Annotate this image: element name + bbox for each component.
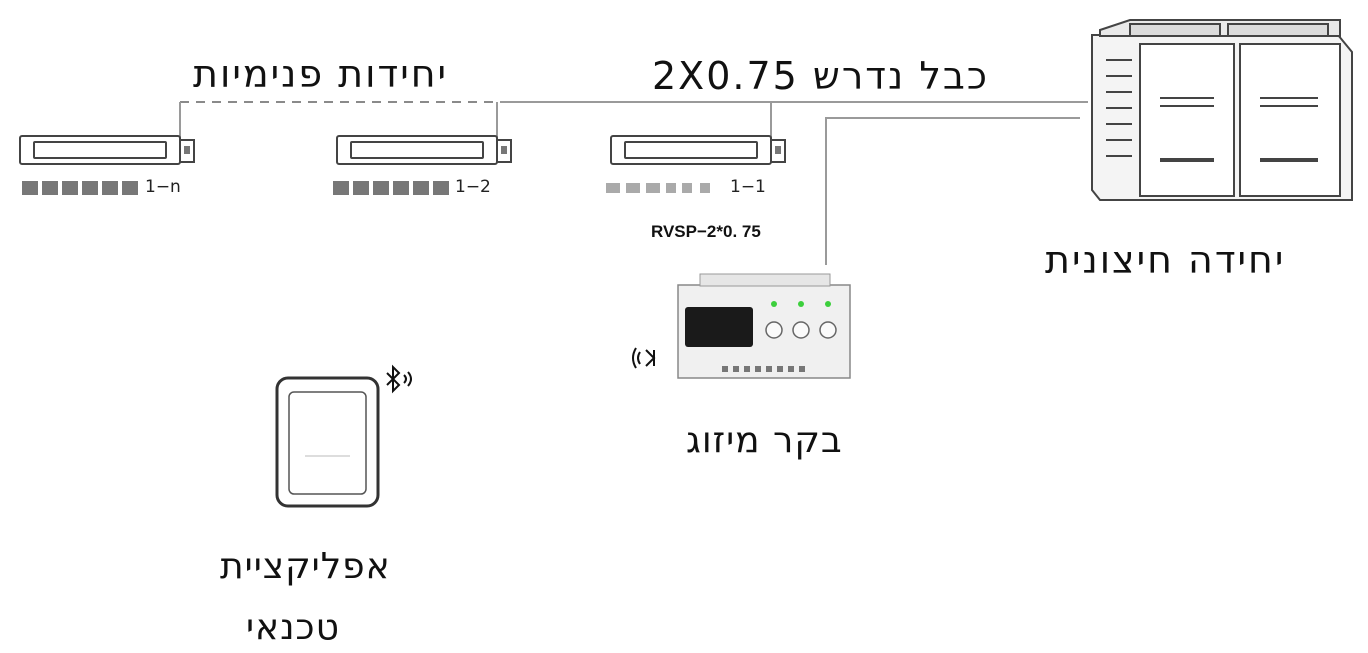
knob-3: [819, 321, 837, 339]
app-label-line2: טכנאי: [246, 607, 340, 648]
cable-required-label: כבל נדרש 2X0.75: [652, 54, 989, 98]
unit-n-caption-glyphs: [22, 181, 138, 195]
unit-1-caption-glyphs: [606, 183, 710, 193]
indoor-units-label: יחידות פנימיות: [193, 52, 449, 96]
indoor-unit-n: [19, 135, 195, 165]
bus-cable: [179, 101, 1088, 265]
unit-2-caption-glyphs: [333, 181, 449, 195]
led-3: [825, 301, 831, 307]
led-2: [798, 301, 804, 307]
outdoor-unit-label: יחידה חיצונית: [1045, 238, 1286, 282]
indoor-unit-1-number: 1−1: [730, 177, 766, 197]
app-label-line1: אפליקציית: [220, 546, 391, 587]
indoor-unit-n-number: 1−n: [145, 177, 181, 197]
led-1: [771, 301, 777, 307]
wireless-icon: [632, 347, 656, 369]
controller-cable: [825, 117, 1080, 265]
knob-1: [765, 321, 783, 339]
technician-phone: [275, 376, 380, 508]
terminal-row: [722, 366, 805, 372]
knob-2: [792, 321, 810, 339]
indoor-unit-2: [336, 135, 512, 165]
indoor-unit-2-number: 1−2: [455, 177, 491, 197]
rvsp-cable-label: RVSP−2*0. 75: [651, 222, 761, 241]
indoor-unit-1: [610, 135, 786, 165]
outdoor-unit: [1091, 19, 1353, 201]
controller-label: בקר מיזוג: [686, 420, 843, 461]
controller-screen: [685, 307, 753, 347]
ac-controller: [677, 273, 851, 379]
bluetooth-icon: [386, 364, 412, 394]
